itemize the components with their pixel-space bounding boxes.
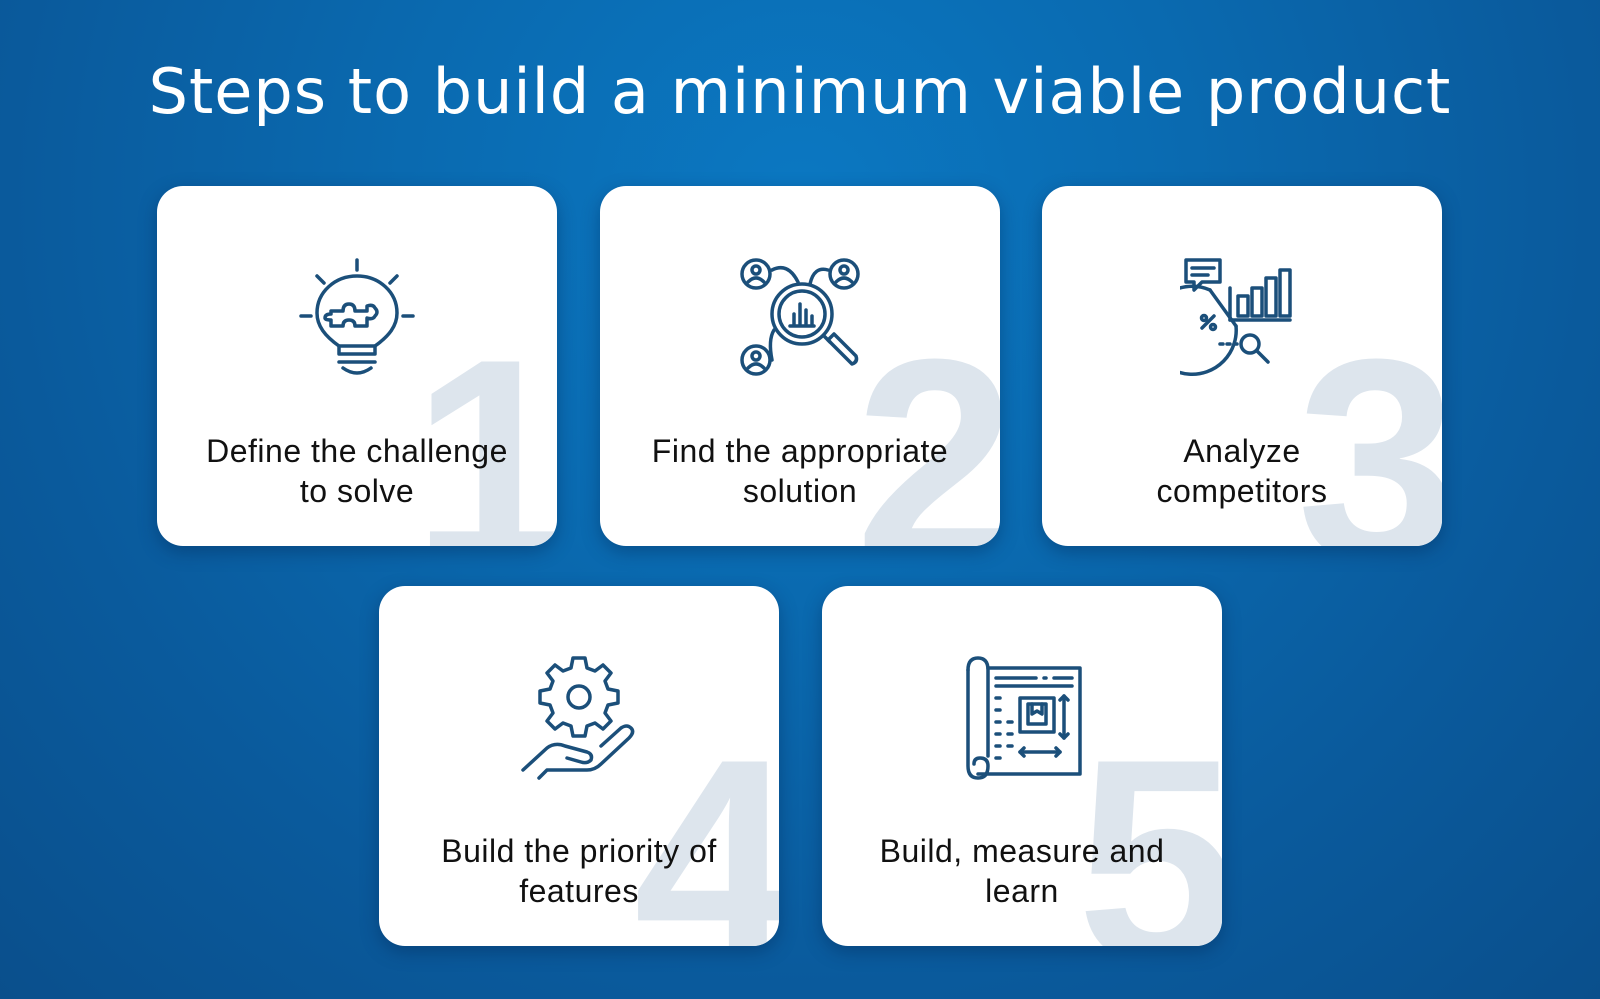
step-label-line: competitors	[1156, 473, 1328, 509]
step-label: Build, measure and learn	[822, 831, 1222, 911]
blueprint-icon	[960, 656, 1084, 780]
step-label: Find the appropriate solution	[600, 431, 1000, 511]
step-label: Build the priority of features	[379, 831, 779, 911]
step-label: Analyze competitors	[1042, 431, 1442, 511]
step-number: 2	[854, 299, 1000, 546]
gear-hand-icon	[517, 656, 641, 780]
lightbulb-puzzle-icon	[295, 256, 419, 380]
competitor-analytics-icon	[1180, 256, 1304, 380]
step-number: 1	[411, 299, 557, 546]
step-label-line: Build the priority of	[441, 833, 717, 869]
step-card-5: 5	[822, 586, 1222, 946]
step-number: 5	[1076, 699, 1222, 946]
step-label-line: Analyze	[1183, 433, 1301, 469]
step-label-line: features	[519, 873, 639, 909]
step-number: 4	[633, 699, 779, 946]
research-analysis-icon	[738, 256, 862, 380]
step-label-line: Build, measure and	[879, 833, 1165, 869]
step-card-3: 3 Analyze competitors	[1042, 186, 1442, 546]
step-label: Define the challenge to solve	[157, 431, 557, 511]
step-label-line: solution	[742, 473, 858, 509]
step-number: 3	[1296, 299, 1442, 546]
step-label-line: Define the challenge	[206, 433, 508, 469]
step-card-2: 2 Find the appropriate sol	[600, 186, 1000, 546]
page-title: Steps to build a minimum viable product	[148, 55, 1452, 128]
step-label-line: learn	[985, 873, 1059, 909]
step-label-line: to solve	[299, 473, 415, 509]
step-card-1: 1 Define the challenge to solve	[157, 186, 557, 546]
step-label-line: Find the appropriate	[651, 433, 949, 469]
step-card-4: 4 Build the priority of features	[379, 586, 779, 946]
